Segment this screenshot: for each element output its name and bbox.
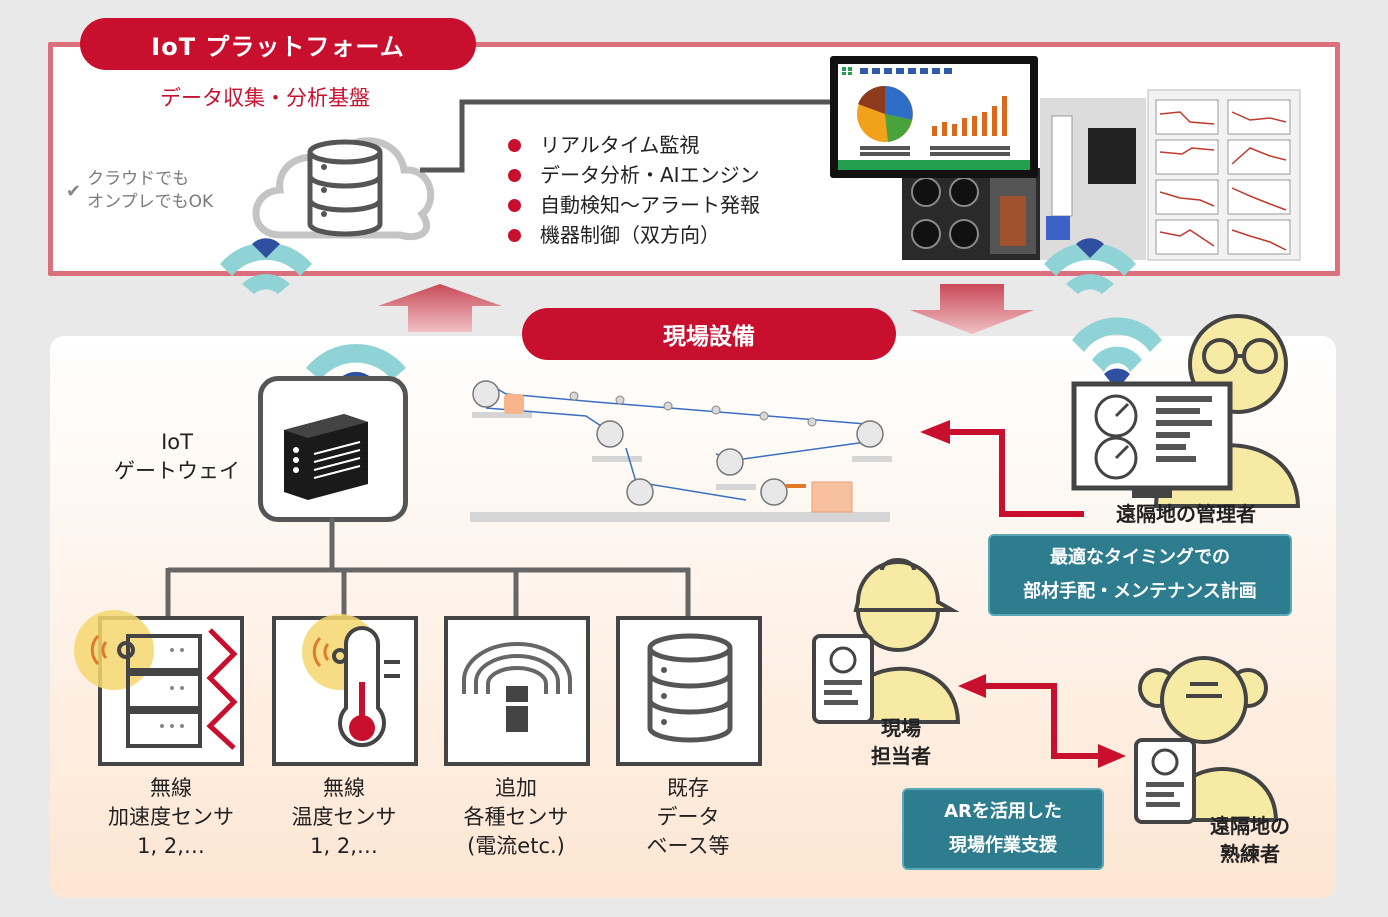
- sensor-label-line2: 加速度センサ: [108, 805, 234, 829]
- temperature-sensor-icon: [302, 614, 400, 748]
- platform-title: IoT プラットフォーム: [80, 18, 476, 70]
- field-worker-line1: 現場: [881, 716, 921, 740]
- dashboard-collage: [830, 56, 1301, 261]
- cloud-database-icon: [252, 137, 435, 241]
- sensor-label-line3: (電流etc.): [467, 834, 565, 858]
- gateway-device-icon: [284, 414, 368, 500]
- sensor-label-line3: ベース等: [646, 834, 730, 858]
- sensor-label-additional: 追加 各種センサ (電流etc.): [430, 774, 602, 861]
- sensor-label-line3: 1, 2,…: [310, 834, 378, 858]
- manager-to-equipment-arrow: [920, 420, 1084, 517]
- field-worker-label: 現場 担当者: [846, 714, 956, 770]
- feature-item: データ分析・AIエンジン: [508, 160, 760, 190]
- wifi-icon: [220, 238, 312, 294]
- ar-support-line1: ARを活用した: [944, 801, 1062, 822]
- ar-support-line2: 現場作業支援: [949, 835, 1057, 856]
- database-icon: [647, 633, 733, 743]
- feature-item: リアルタイム監視: [508, 130, 760, 160]
- check-icon: ✔: [66, 181, 82, 202]
- sensor-label-line2: 温度センサ: [291, 805, 397, 829]
- remote-expert-label: 遠隔地の 熟練者: [1190, 812, 1310, 868]
- gateway-label-line2: ゲートウェイ: [114, 459, 240, 483]
- sensor-label-line1: 無線: [150, 776, 192, 800]
- cloud-note-line1: クラウドでも: [87, 169, 190, 189]
- feature-list: リアルタイム監視 データ分析・AIエンジン 自動検知～アラート発報 機器制御（双…: [508, 130, 760, 250]
- up-arrow-icon: [378, 284, 502, 332]
- site-title: 現場設備: [522, 308, 896, 360]
- sensor-label-line1: 既存: [667, 776, 709, 800]
- sensor-label-line1: 無線: [323, 776, 365, 800]
- field-worker-line2: 担当者: [871, 744, 931, 768]
- feature-item: 機器制御（双方向）: [508, 220, 760, 250]
- conveyor-equipment-illustration: [470, 380, 892, 522]
- gateway-label-line1: IoT: [161, 430, 193, 454]
- wifi-icon: [1044, 238, 1136, 294]
- current-sensor-icon: [462, 642, 572, 732]
- cloud-note: ✔ クラウドでも オンプレでもOK: [66, 168, 213, 214]
- manager-plan-line1: 最適なタイミングでの: [1050, 547, 1230, 568]
- down-arrow-icon: [910, 284, 1034, 334]
- sensor-label-line3: 1, 2,…: [137, 834, 205, 858]
- remote-manager-illustration: [1071, 314, 1301, 508]
- sensor-label-temperature: 無線 温度センサ 1, 2,…: [258, 774, 430, 861]
- manager-plan-box: 最適なタイミングでの 部材手配・メンテナンス計画: [988, 534, 1292, 616]
- remote-expert-line2: 熟練者: [1220, 842, 1280, 866]
- remote-expert-illustration: [1134, 656, 1279, 824]
- remote-manager-label: 遠隔地の管理者: [1116, 502, 1256, 526]
- feature-item: 自動検知～アラート発報: [508, 190, 760, 220]
- remote-expert-line1: 遠隔地の: [1210, 814, 1290, 838]
- gateway-sensor-connections: [165, 518, 691, 616]
- sensor-label-line1: 追加: [495, 776, 537, 800]
- cloud-note-line2: オンプレでもOK: [87, 192, 214, 212]
- sensor-label-line2: 各種センサ: [463, 805, 569, 829]
- acceleration-sensor-icon: [74, 610, 238, 750]
- platform-subtitle: データ収集・分析基盤: [160, 86, 370, 110]
- sensor-label-acceleration: 無線 加速度センサ 1, 2,…: [82, 774, 260, 861]
- cloud-to-monitor-line: [420, 99, 836, 173]
- sensor-label-line2: データ: [656, 805, 720, 829]
- field-worker-illustration: [812, 558, 961, 724]
- manager-plan-line2: 部材手配・メンテナンス計画: [1023, 581, 1257, 602]
- ar-support-box: ARを活用した 現場作業支援: [902, 788, 1104, 870]
- gateway-label: IoT ゲートウェイ: [92, 428, 262, 486]
- worker-expert-arrow: [958, 674, 1126, 768]
- sensor-label-database: 既存 データ ベース等: [602, 774, 774, 861]
